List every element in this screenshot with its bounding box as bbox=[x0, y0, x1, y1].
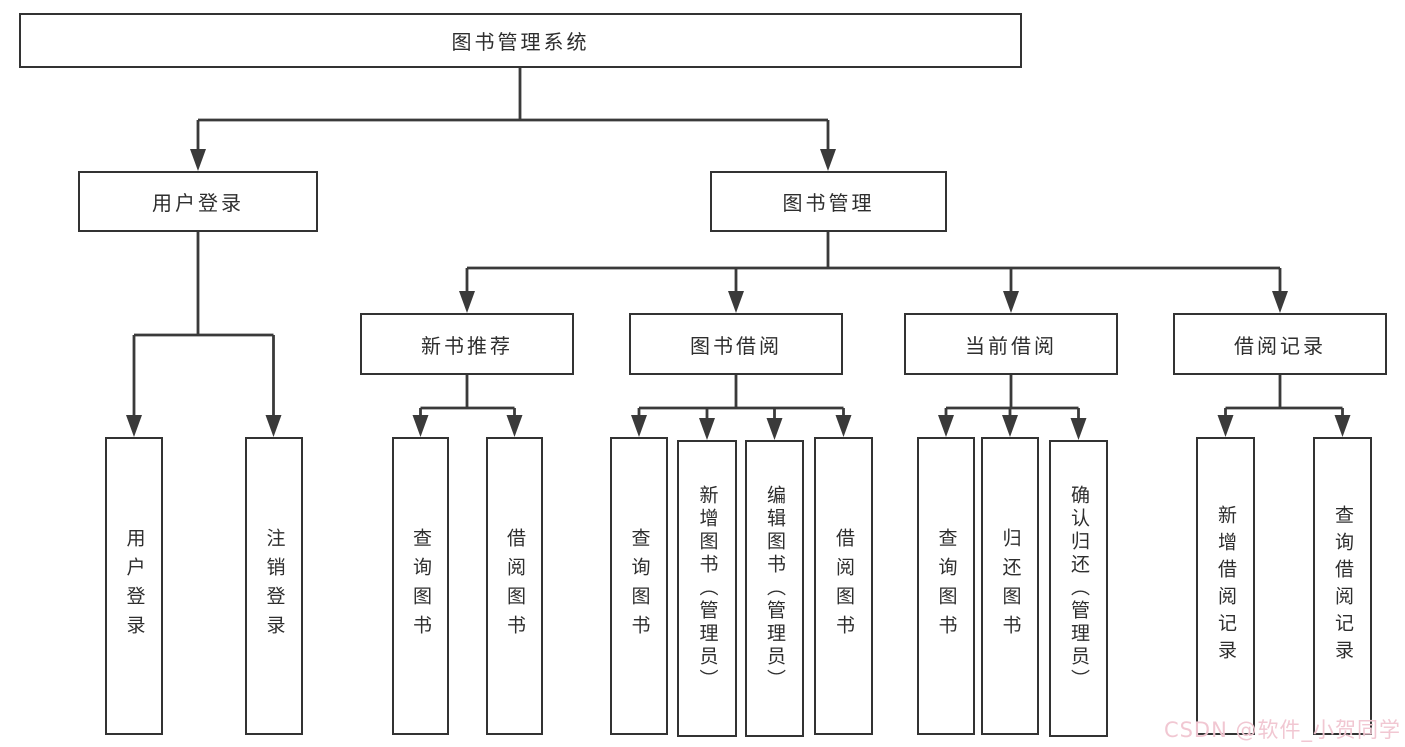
leaf-confirm-return-admin: 确认归还（管理员） bbox=[1049, 440, 1108, 737]
leaf-add-borrow-record: 新增借阅记录 bbox=[1196, 437, 1255, 735]
node-library-system: 图书管理系统 bbox=[19, 13, 1022, 68]
leaf-query-books-borrow: 查询图书 bbox=[610, 437, 668, 735]
node-new-book-recommend: 新书推荐 bbox=[360, 313, 574, 375]
node-book-management: 图书管理 bbox=[710, 171, 947, 232]
leaf-query-borrow-record: 查询借阅记录 bbox=[1313, 437, 1372, 735]
node-current-borrow: 当前借阅 bbox=[904, 313, 1118, 375]
node-book-borrow: 图书借阅 bbox=[629, 313, 843, 375]
arrowhead-icons bbox=[126, 149, 1351, 440]
leaf-borrow-books-recommend: 借阅图书 bbox=[486, 437, 543, 735]
leaf-logout: 注销登录 bbox=[245, 437, 303, 735]
node-borrow-records: 借阅记录 bbox=[1173, 313, 1387, 375]
leaf-edit-book-admin: 编辑图书（管理员） bbox=[745, 440, 804, 737]
leaf-borrow-books: 借阅图书 bbox=[814, 437, 873, 735]
leaf-return-books: 归还图书 bbox=[981, 437, 1039, 735]
connector-paths bbox=[132, 68, 1344, 420]
leaf-add-book-admin: 新增图书（管理员） bbox=[677, 440, 737, 737]
node-user-login: 用户登录 bbox=[78, 171, 318, 232]
leaf-query-books-recommend: 查询图书 bbox=[392, 437, 449, 735]
leaf-query-books-current: 查询图书 bbox=[917, 437, 975, 735]
leaf-user-login: 用户登录 bbox=[105, 437, 163, 735]
